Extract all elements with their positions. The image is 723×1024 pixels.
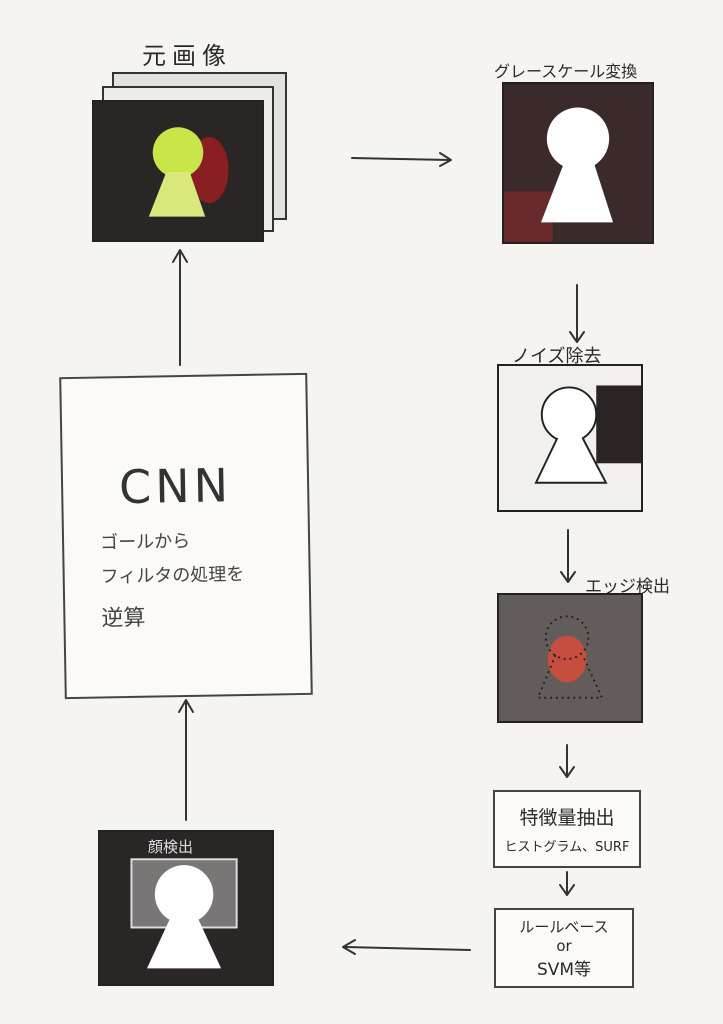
- person-silhouette-icon: [94, 102, 262, 240]
- detection-result-image: 顔検出: [98, 830, 274, 986]
- noise-removal-label: ノイズ除去: [512, 346, 602, 367]
- feature-extraction-box: 特徴量抽出 ヒストグラム、SURF: [493, 790, 641, 868]
- person-silhouette-icon: [499, 366, 641, 510]
- noise-removed-image: [497, 364, 643, 512]
- cnn-title: CNN: [118, 458, 233, 515]
- arrow-rule-to-detection: [344, 946, 471, 951]
- classifier-box: ルールベース or SVM等: [494, 908, 634, 988]
- feature-extraction-title: 特徴量抽出: [519, 807, 615, 829]
- edge-detection-label: エッジ検出: [585, 577, 670, 597]
- arrow-original-to-grayscale: [351, 157, 451, 161]
- cnn-note-line2: フィルタの処理を: [100, 563, 245, 588]
- grayscale-image: [502, 82, 654, 244]
- original-image-label: 元画像: [142, 42, 232, 70]
- edge-silhouette-icon: [499, 595, 641, 721]
- detected-face-icon: [100, 832, 272, 984]
- cnn-card: CNN ゴールから フィルタの処理を 逆算: [59, 372, 313, 700]
- grayscale-label: グレースケール変換: [494, 62, 638, 81]
- original-image: [92, 100, 264, 242]
- feature-extraction-methods: ヒストグラム、SURF: [504, 840, 630, 855]
- classifier-svm: SVM等: [536, 960, 592, 980]
- cnn-note-line1: ゴールから: [99, 530, 191, 554]
- detection-label: 顔検出: [148, 838, 194, 856]
- edge-detected-image: [497, 593, 643, 723]
- classifier-rule-based: ルールベース: [519, 918, 609, 936]
- classifier-or: or: [556, 937, 572, 955]
- person-silhouette-icon: [504, 84, 652, 242]
- cnn-note-line3: 逆算: [101, 605, 146, 632]
